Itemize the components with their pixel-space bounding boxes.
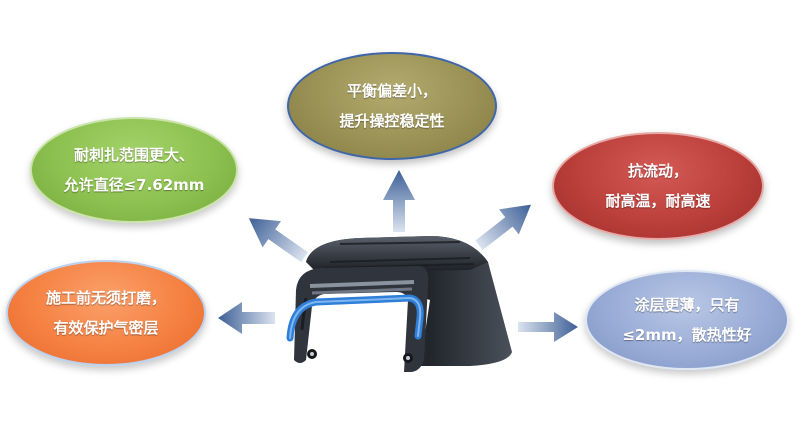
bubble-thin-coating-line2: ≤2mm，散热性好 [622,326,752,344]
bubble-heat-line2: 耐高温，耐高速 [605,192,711,210]
bubble-puncture: 耐刺扎范围更大、 允许直径≤7.62mm [30,117,238,223]
bubble-no-grinding-line1: 施工前无须打磨， [45,289,166,307]
bubble-balance-line1: 平衡偏差小， [346,82,437,100]
bubble-puncture-line2: 允许直径≤7.62mm [63,176,205,194]
bubble-thin-coating: 涂层更薄，只有 ≤2mm，散热性好 [585,270,789,370]
bubble-thin-coating-line1: 涂层更薄，只有 [634,296,740,314]
bubble-puncture-line1: 耐刺扎范围更大、 [73,146,194,164]
arrow-icon [383,170,415,232]
arrow-icon [518,312,578,342]
bubble-no-grinding: 施工前无须打磨， 有效保护气密层 [6,260,206,366]
bubble-balance: 平衡偏差小， 提升操控稳定性 [287,52,497,160]
arrow-icon [248,218,309,263]
bubble-balance-line2: 提升操控稳定性 [339,112,445,130]
bubble-no-grinding-line2: 有效保护气密层 [53,319,159,337]
arrow-icon [218,302,275,334]
bubble-heat-line1: 抗流动， [627,162,688,180]
bubble-heat: 抗流动， 耐高温，耐高速 [552,132,764,240]
arrow-icon [475,204,532,251]
